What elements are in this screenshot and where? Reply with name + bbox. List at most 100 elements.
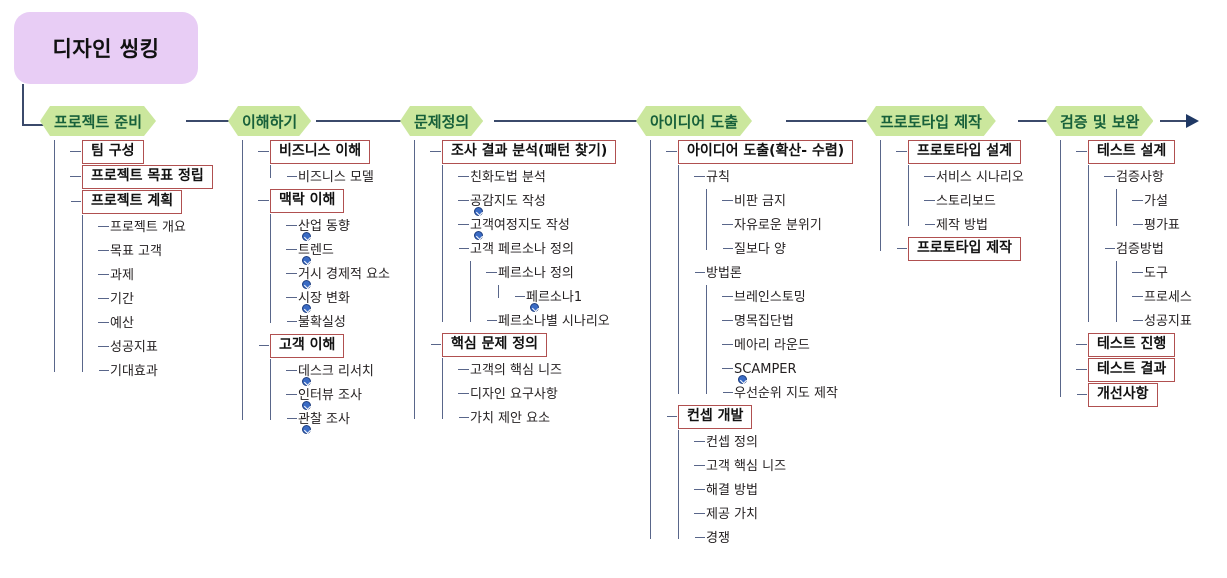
topic-leaf-node[interactable]: 메아리 라운드 [721,333,853,357]
note-badge-icon [474,231,483,240]
trunk-segment-3 [494,120,642,122]
topic-leaf-node[interactable]: 공감지도 작성 [457,189,616,216]
phase-header-phase-2[interactable]: 이해하기 [228,106,311,136]
topic-leaf-node[interactable]: 평가표 [1130,213,1192,277]
topic-leaf-label: 방법론 [706,266,742,281]
topic-leaf-node[interactable]: 기간 [97,287,213,311]
topic-box-node[interactable]: 프로토타입 제작 [894,237,1024,302]
topic-leaf-node[interactable]: 성공지표 [97,335,213,359]
topic-leaf-node[interactable]: 시장 변화 [285,286,390,313]
topic-leaf-node[interactable]: 과제 [97,263,213,287]
topic-leaf-label: 성공지표 [110,340,158,355]
topic-leaf-node[interactable]: 기대효과 [96,359,213,423]
topic-leaf-node[interactable]: 고객여정지도 작성 [457,213,616,240]
topic-box-node[interactable]: 프로젝트 목표 정립 [69,165,213,190]
phase-header-phase-4[interactable]: 아이디어 도출 [636,106,752,136]
phase-header-phase-3[interactable]: 문제정의 [400,106,483,136]
topic-leaf-node[interactable]: 비즈니스 모델 [284,165,390,229]
topic-box-label: 테스트 설계 [1088,140,1176,164]
topic-leaf-node[interactable]: 목표 고객 [97,239,213,263]
topic-leaf-node[interactable]: 스토리보드 [923,189,1024,213]
topic-leaf-node[interactable]: 해결 방법 [693,478,853,502]
root-title-node[interactable]: 디자인 씽킹 [14,12,198,84]
topic-leaf-node[interactable]: 페르소나1 [512,285,616,349]
topic-leaf-label: 비판 금지 [734,194,786,209]
topic-leaf-node[interactable]: 프로젝트 개요 [97,215,213,239]
topic-leaf-node[interactable]: 프로세스 [1131,285,1192,309]
topic-leaf-label: 페르소나별 시나리오 [498,314,610,329]
topic-leaf-node[interactable]: 경쟁 [692,526,853,578]
topic-leaf-node[interactable]: 인터뷰 조사 [285,383,390,410]
topic-leaf-node[interactable]: 고객 핵심 니즈 [693,454,853,478]
topic-leaf-node[interactable]: 도구 [1131,261,1192,285]
note-badge-icon [302,377,311,386]
topic-leaf-node[interactable]: 서비스 시나리오 [923,165,1024,189]
topic-leaf-label: 가설 [1144,194,1168,209]
trunk-segment-2 [316,120,406,122]
topic-leaf-node[interactable]: 거시 경제적 요소 [285,262,390,289]
topic-leaf-node[interactable]: 트렌드 [285,238,390,265]
topic-leaf-node[interactable]: 페르소나별 시나리오 [484,309,616,373]
topic-leaf-node[interactable]: 제작 방법 [922,213,1024,277]
topic-leaf-node[interactable]: 명목집단법 [721,309,853,333]
phase-header-phase-1[interactable]: 프로젝트 준비 [40,106,156,136]
topic-leaf-node[interactable]: 성공지표 [1130,309,1192,373]
phase-header-label: 프로토타입 제작 [880,112,982,131]
topic-box-node[interactable]: 테스트 진행 [1075,333,1192,358]
topic-box-node[interactable]: 개선사항 [1074,383,1192,448]
phase-header-phase-6[interactable]: 검증 및 보완 [1046,106,1153,136]
topic-box-node[interactable]: 팀 구성 [69,140,213,165]
topic-leaf-label: 페르소나1 [526,287,582,312]
topic-box-label: 테스트 진행 [1088,333,1176,357]
topic-leaf-node[interactable]: 친화도법 분석 [457,165,616,189]
topic-leaf-node[interactable]: SCAMPER [721,357,853,384]
topic-leaf-node[interactable]: 고객의 핵심 니즈 [457,358,616,382]
topic-leaf-node[interactable]: 제공 가치 [693,502,853,526]
topic-leaf-node[interactable]: 질보다 양 [720,237,853,301]
topic-leaf-node[interactable]: 데스크 리서치 [285,359,390,386]
topic-box-label: 고객 이해 [270,334,345,358]
topic-leaf-label: 브레인스토밍 [734,290,806,305]
topic-leaf-node[interactable]: 우선순위 지도 제작 [720,381,853,445]
topic-leaf-node[interactable]: 관찰 조사 [284,407,390,471]
topic-leaf-label: 검증방법 [1116,242,1164,257]
topic-leaf-node[interactable]: 산업 동향 [285,214,390,241]
topic-leaf-node[interactable]: 디자인 요구사항 [457,382,616,406]
topic-leaf-label: 메아리 라운드 [734,338,810,353]
topic-leaf-node[interactable]: 가치 제안 요소 [456,406,616,470]
phase-header-phase-5[interactable]: 프로토타입 제작 [866,106,996,136]
topic-leaf-node[interactable]: 자유로운 분위기 [721,213,853,237]
topic-leaf-node[interactable]: 비판 금지 [721,189,853,213]
topic-leaf-node[interactable]: 컨셉 정의 [693,430,853,454]
topic-leaf-label: 친화도법 분석 [470,170,546,185]
topic-leaf-node[interactable]: 불확실성 [284,310,390,374]
topic-leaf-label: 평가표 [1144,218,1180,233]
arrow-right-icon [1186,114,1199,128]
topic-box-node[interactable]: 테스트 결과 [1075,358,1192,383]
topic-leaf-node[interactable]: 가설 [1131,189,1192,213]
topic-leaf-node[interactable]: 브레인스토밍 [721,285,853,309]
note-badge-icon [302,232,311,241]
topic-leaf-node[interactable]: 예산 [97,311,213,335]
